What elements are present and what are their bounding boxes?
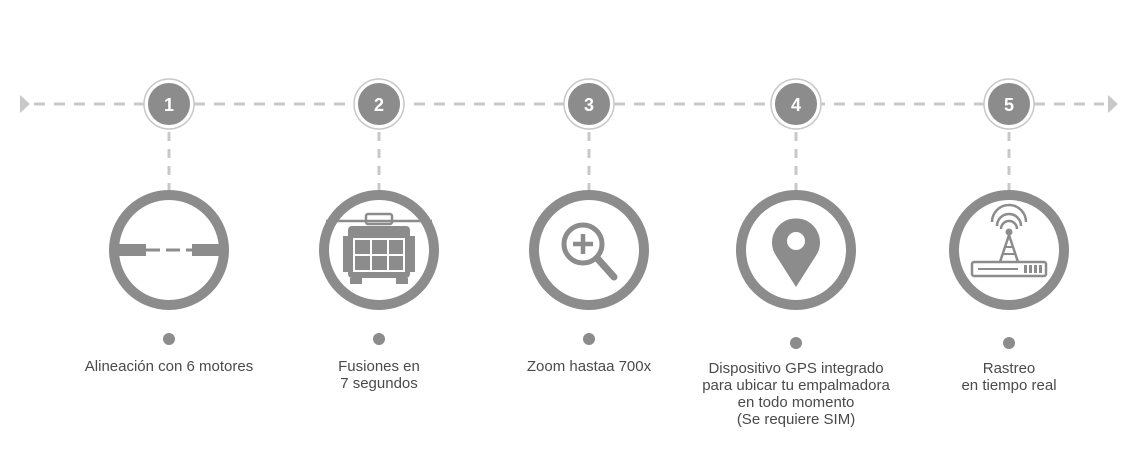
step-badge-outline (353, 78, 405, 130)
map-pin-icon (772, 218, 820, 287)
timeline-start-arrow-icon (20, 95, 30, 113)
step-icon-ring (319, 190, 439, 310)
step-5-label: Rastreo en tiempo real (889, 360, 1129, 394)
step-badge (144, 79, 194, 129)
step-badge (984, 79, 1034, 129)
step-icon-ring (529, 190, 649, 310)
step-dot (790, 337, 802, 349)
step-badge-outline (143, 78, 195, 130)
fusion-splicer-icon (326, 212, 432, 284)
alignment-icon (118, 244, 220, 256)
step-icon-ring (109, 190, 229, 310)
antenna-router-icon (970, 203, 1048, 278)
step-badge (771, 79, 821, 129)
step-dot (1003, 337, 1015, 349)
step-number: 3 (584, 95, 594, 115)
step-3: 3 (529, 78, 649, 345)
step-5: 5 (949, 78, 1069, 349)
label-line: Zoom hastaa 700x (526, 358, 652, 375)
step-badge-outline (983, 78, 1035, 130)
label-line: Rastreo (982, 360, 1036, 377)
timeline-end-arrow-icon (1108, 95, 1118, 113)
step-2: 2 (319, 78, 439, 345)
label-line: Dispositivo GPS integrado (708, 360, 884, 377)
step-number: 2 (374, 95, 384, 115)
label-line: en tiempo real (961, 377, 1057, 394)
step-badge-outline (770, 78, 822, 130)
step-number: 5 (1004, 95, 1014, 115)
step-4-label: Dispositivo GPS integrado para ubicar tu… (676, 360, 916, 428)
label-line: para ubicar tu empalmadora (702, 377, 890, 394)
step-1: 1 (109, 78, 229, 345)
step-dot (583, 333, 595, 345)
step-number: 1 (164, 95, 174, 115)
step-dot (163, 333, 175, 345)
step-1-label: Alineación con 6 motores (49, 358, 289, 375)
step-badge-outline (563, 78, 615, 130)
step-badge (354, 79, 404, 129)
step-3-label: Zoom hastaa 700x (469, 358, 709, 375)
label-line: 7 segundos (340, 375, 418, 392)
zoom-in-icon (561, 222, 618, 281)
step-dot (373, 333, 385, 345)
step-icon-ring (736, 190, 856, 310)
step-number: 4 (791, 95, 801, 115)
label-line: (Se requiere SIM) (736, 411, 856, 428)
label-line: Alineación con 6 motores (84, 358, 254, 375)
label-line: en todo momento (737, 394, 855, 411)
step-2-label: Fusiones en 7 segundos (259, 358, 499, 392)
step-icon-ring (949, 190, 1069, 310)
step-badge (564, 79, 614, 129)
step-4: 4 (736, 78, 856, 349)
label-line: Fusiones en (338, 358, 420, 375)
